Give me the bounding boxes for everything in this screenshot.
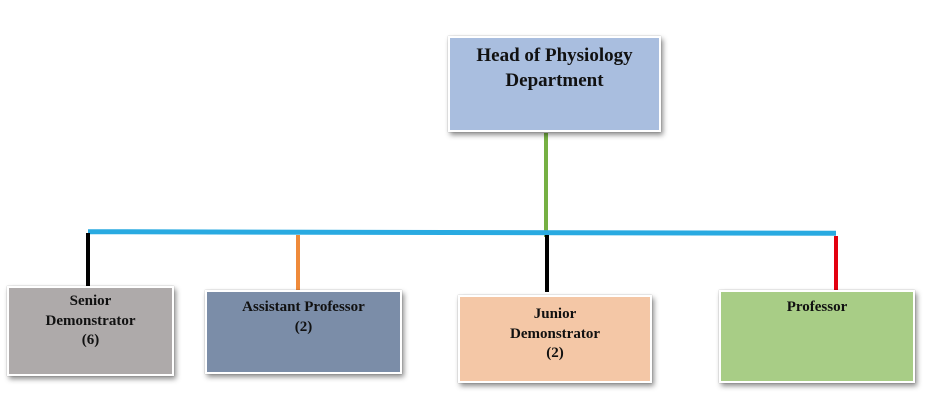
assistant-connector-line: [296, 235, 300, 291]
professor-label: Professor: [786, 299, 848, 315]
senior-connector-line: [86, 233, 90, 288]
senior-demonstrator-label: Senior Demonstrator (6): [45, 293, 136, 348]
assistant-professor-node: Assistant Professor (2): [205, 290, 402, 374]
assistant-professor-label: Assistant Professor (2): [242, 299, 365, 335]
professor-connector-line: [834, 236, 838, 291]
junior-demonstrator-node: Junior Demonstrator (2): [458, 295, 652, 383]
junior-connector-line: [545, 235, 549, 292]
head-label: Head of Physiology Department: [476, 45, 633, 91]
head-stem-line: [544, 133, 548, 237]
horizontal-bus-line: [88, 229, 836, 236]
head-node: Head of Physiology Department: [448, 36, 661, 132]
senior-demonstrator-node: Senior Demonstrator (6): [7, 286, 174, 376]
professor-node: Professor: [719, 290, 915, 383]
junior-demonstrator-label: Junior Demonstrator (2): [510, 306, 600, 361]
